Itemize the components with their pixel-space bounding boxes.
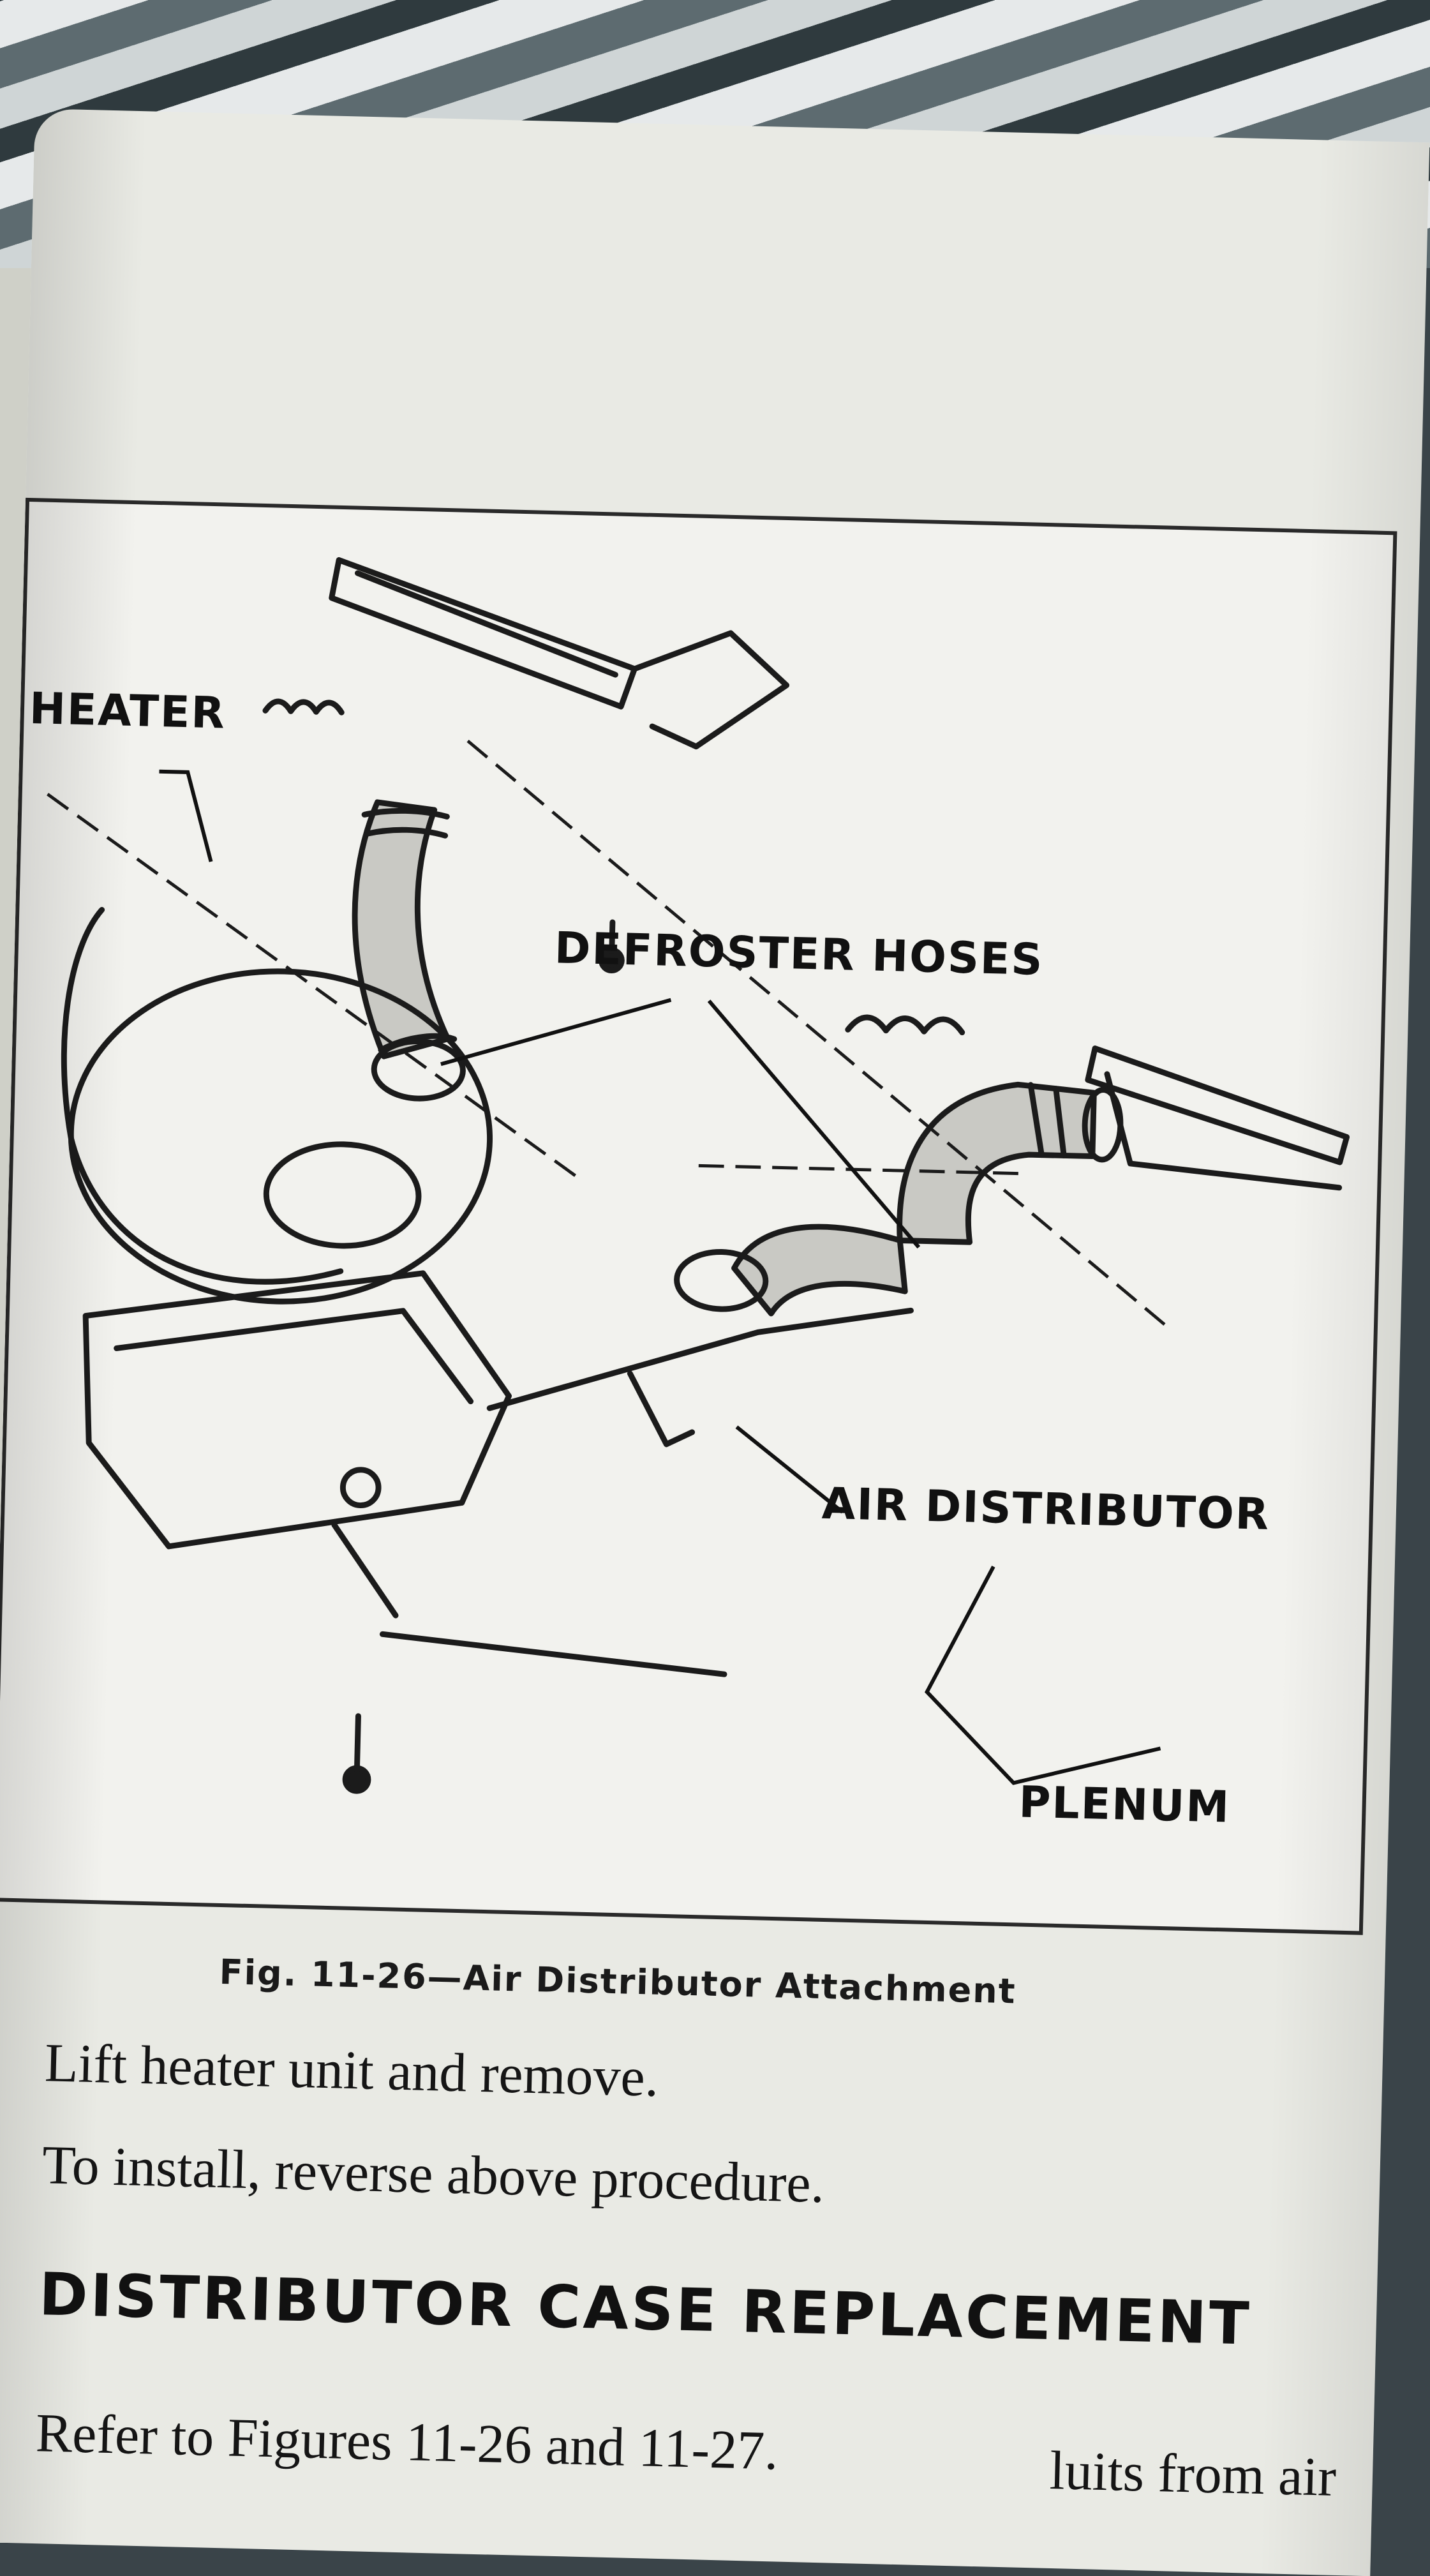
book-page: HEATER DEFROSTER HOSES AIR DISTRIBUTOR P… — [0, 109, 1430, 2576]
label-heater: HEATER — [29, 684, 227, 739]
section-heading: DISTRIBUTOR CASE REPLACEMENT — [38, 2260, 1253, 2358]
refer-figures-line: Refer to Figures 11-26 and 11-27. — [34, 2402, 779, 2482]
partial-text-line: luits from air — [1048, 2439, 1337, 2508]
figure-frame: HEATER DEFROSTER HOSES AIR DISTRIBUTOR P… — [0, 497, 1397, 1935]
step-lift-heater: Lift heater unit and remove. — [44, 2032, 660, 2108]
step-install: To install, reverse above procedure. — [41, 2134, 826, 2215]
air-distributor-illustration — [47, 557, 1350, 1794]
figure-caption: Fig. 11-26—Air Distributor Attachment — [218, 1951, 1017, 2012]
label-plenum: PLENUM — [1018, 1777, 1231, 1833]
